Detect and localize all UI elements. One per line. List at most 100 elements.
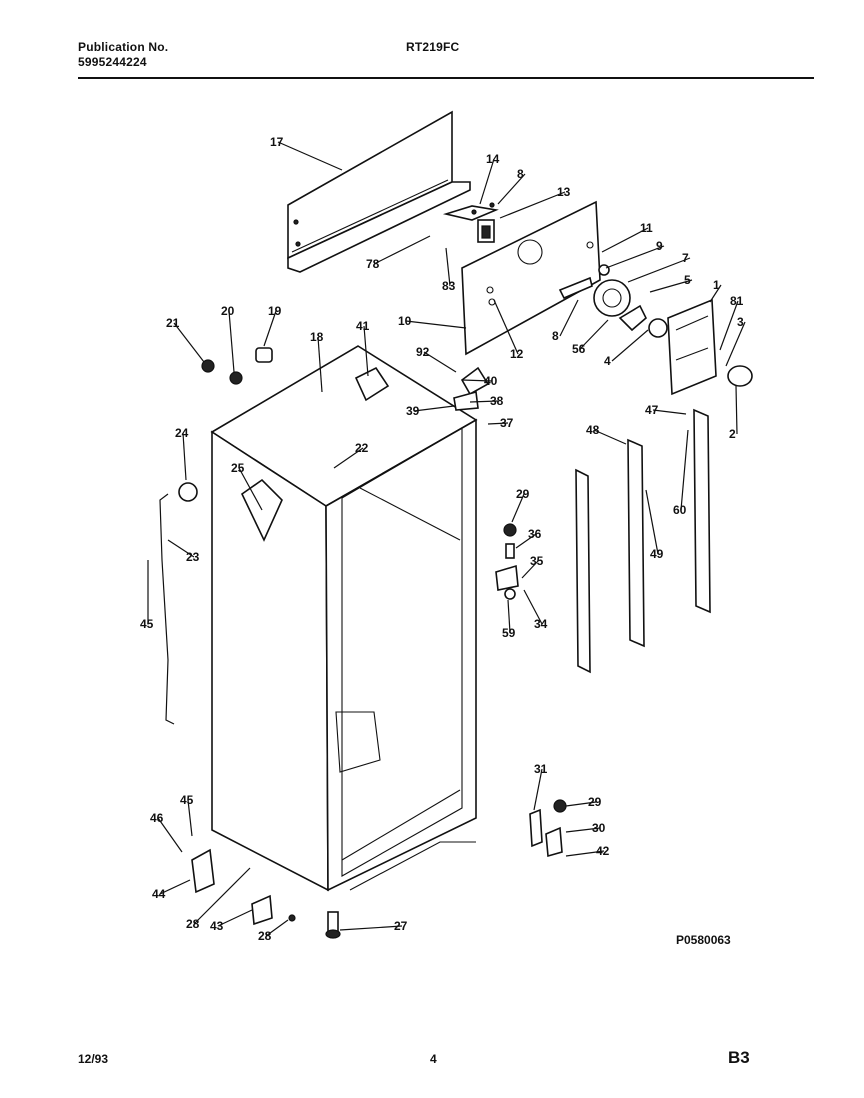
callout-92: 92 [416,345,457,373]
callout-label: 42 [596,844,610,858]
callout-28: 28 [186,867,251,931]
leader-line [263,310,277,347]
callout-8: 8 [497,167,526,205]
callout-label: 12 [510,347,524,361]
callout-label: 11 [640,221,653,235]
callout-label: 56 [572,342,586,356]
callout-label: 18 [310,330,324,344]
leader-line [479,158,495,205]
callout-83: 83 [442,247,456,293]
leader-line [182,432,187,481]
leader-line [461,379,493,382]
callout-45: 45 [180,793,194,837]
callout-label: 34 [534,617,548,631]
callout-2: 2 [729,385,738,441]
leader-line [333,447,364,469]
callout-81: 81 [719,294,744,351]
leader-line [497,173,526,205]
callout-5: 5 [649,273,693,293]
callout-label: 23 [186,550,200,564]
callout-35: 35 [521,554,544,579]
callout-45: 45 [140,560,154,631]
callout-41: 41 [356,319,370,377]
leader-line [725,321,746,367]
callout-label: 3 [737,315,744,329]
callout-25: 25 [231,461,263,511]
callout-8: 8 [552,299,579,343]
leader-line [238,467,263,511]
leader-line [373,235,431,265]
leader-line [167,539,195,558]
callout-14: 14 [479,152,500,205]
leader-line [593,429,627,445]
callout-label: 31 [534,762,548,776]
callout-21: 21 [166,316,205,363]
publication-number: 5995244224 [78,55,147,69]
door-trim-strips [575,408,711,674]
leader-line [405,320,467,329]
leader-line [413,405,455,412]
callout-47: 47 [645,403,687,417]
callout-label: 22 [355,441,369,455]
small-fittings-left [201,347,273,385]
callout-label: 27 [394,919,408,933]
diagram-code: P0580063 [676,933,731,947]
leader-line [735,385,738,435]
callout-36: 36 [515,527,542,549]
callout-37: 37 [487,416,514,430]
callout-22: 22 [333,441,369,469]
leader-line [317,336,323,393]
callout-label: 8 [517,167,524,181]
callout-20: 20 [221,304,235,373]
leader-line [579,319,609,350]
callout-label: 37 [500,416,514,430]
callout-1: 1 [709,278,722,303]
callout-44: 44 [152,879,191,901]
leader-line [499,191,566,219]
callout-label: 38 [490,394,504,408]
leader-line [523,589,543,625]
leader-line [565,850,605,857]
callout-17: 17 [270,135,343,171]
leader-line [363,325,369,377]
callout-label: 21 [166,316,180,330]
callout-19: 19 [263,304,282,347]
callout-label: 45 [180,793,194,807]
callout-label: 36 [528,527,542,541]
leader-line [652,409,687,415]
leader-line [187,799,193,837]
leader-line [159,879,191,895]
callout-label: 45 [140,617,154,631]
leader-line [521,560,539,579]
callout-label: 28 [258,929,272,943]
callout-56: 56 [572,319,609,356]
callout-78: 78 [366,235,431,271]
callout-label: 10 [398,314,412,328]
callout-label: 28 [186,917,200,931]
callout-label: 13 [557,185,571,199]
control-bracket [442,202,499,243]
callout-30: 30 [565,821,606,835]
header-rule [78,77,814,79]
callout-59: 59 [502,599,516,640]
callout-label: 40 [484,374,498,388]
leader-line [709,284,722,303]
callout-23: 23 [167,539,200,564]
callout-label: 83 [442,279,456,293]
callout-13: 13 [499,185,571,219]
lower-right-hinge [529,799,567,858]
footer-page: 4 [430,1052,437,1066]
leader-line [445,247,451,287]
leader-line [507,599,511,634]
callout-label: 46 [150,811,164,825]
callout-label: 41 [356,319,370,333]
callout-label: 78 [366,257,380,271]
leader-line [157,817,183,853]
refrigerator-cabinet [210,345,478,892]
leader-line [217,909,253,927]
leader-line [601,227,649,253]
leader-line [265,919,289,937]
callout-label: 2 [729,427,736,441]
leader-line [565,827,601,833]
